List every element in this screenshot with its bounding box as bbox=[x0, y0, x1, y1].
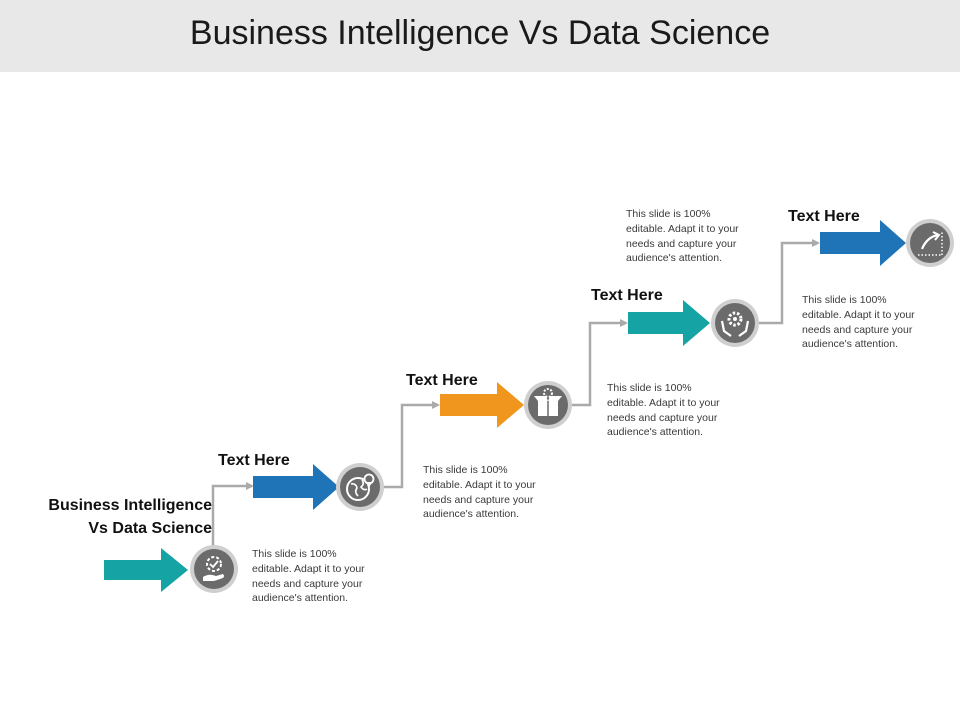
step-3-arrow bbox=[440, 382, 524, 428]
desc-line: needs and capture your bbox=[607, 411, 718, 424]
desc-line: needs and capture your bbox=[252, 577, 363, 590]
desc-line: editable. Adapt it to your bbox=[423, 478, 536, 491]
desc-line: needs and capture your bbox=[802, 323, 913, 336]
desc-line: editable. Adapt it to your bbox=[626, 222, 739, 235]
hand-gear-icon bbox=[190, 545, 238, 593]
hands-gear-icon bbox=[711, 299, 759, 347]
desc-line: needs and capture your bbox=[423, 493, 534, 506]
desc-line: needs and capture your bbox=[626, 237, 737, 250]
step-4-label: Text Here bbox=[591, 287, 663, 304]
desc-line: This slide is 100% bbox=[423, 464, 508, 476]
main-label-line-1: Business Intelligence bbox=[48, 497, 212, 514]
desc-line: audience's attention. bbox=[626, 252, 722, 265]
desc-line: editable. Adapt it to your bbox=[607, 396, 720, 409]
step-2-description: This slide is 100% editable. Adapt it to… bbox=[423, 463, 573, 522]
step-5-label: Text Here bbox=[788, 208, 860, 225]
step-4-description: This slide is 100% editable. Adapt it to… bbox=[626, 207, 776, 266]
desc-line: This slide is 100% bbox=[607, 382, 692, 394]
desc-line: audience's attention. bbox=[607, 426, 703, 439]
connector-2 bbox=[383, 401, 440, 489]
desc-line: editable. Adapt it to your bbox=[252, 562, 365, 575]
step-3-description: This slide is 100% editable. Adapt it to… bbox=[607, 381, 757, 440]
desc-line: This slide is 100% bbox=[626, 208, 711, 220]
step-2-arrow bbox=[253, 464, 339, 510]
desc-line: editable. Adapt it to your bbox=[802, 308, 915, 321]
page-title: Business Intelligence Vs Data Science bbox=[189, 14, 771, 52]
desc-line: This slide is 100% bbox=[802, 294, 887, 306]
step-4-arrow bbox=[628, 300, 710, 346]
title-bar: Business Intelligence Vs Data Science bbox=[0, 0, 960, 72]
connector-3 bbox=[571, 319, 628, 407]
growth-arrow-icon bbox=[906, 219, 954, 267]
desc-line: This slide is 100% bbox=[252, 548, 337, 560]
step-1-arrow bbox=[104, 548, 188, 592]
main-label: Business Intelligence Vs Data Science bbox=[0, 494, 212, 540]
connector-4 bbox=[759, 239, 820, 325]
main-label-line-2: Vs Data Science bbox=[88, 520, 212, 537]
desc-line: audience's attention. bbox=[802, 338, 898, 351]
box-gear-icon bbox=[524, 381, 572, 429]
desc-line: audience's attention. bbox=[252, 592, 348, 605]
step-5-arrow bbox=[820, 220, 906, 266]
step-1-description: This slide is 100% editable. Adapt it to… bbox=[252, 547, 402, 606]
step-5-description: This slide is 100% editable. Adapt it to… bbox=[802, 293, 952, 352]
desc-line: audience's attention. bbox=[423, 508, 519, 521]
step-2-label: Text Here bbox=[218, 452, 290, 469]
globe-location-icon bbox=[336, 463, 384, 511]
step-3-label: Text Here bbox=[406, 372, 478, 389]
